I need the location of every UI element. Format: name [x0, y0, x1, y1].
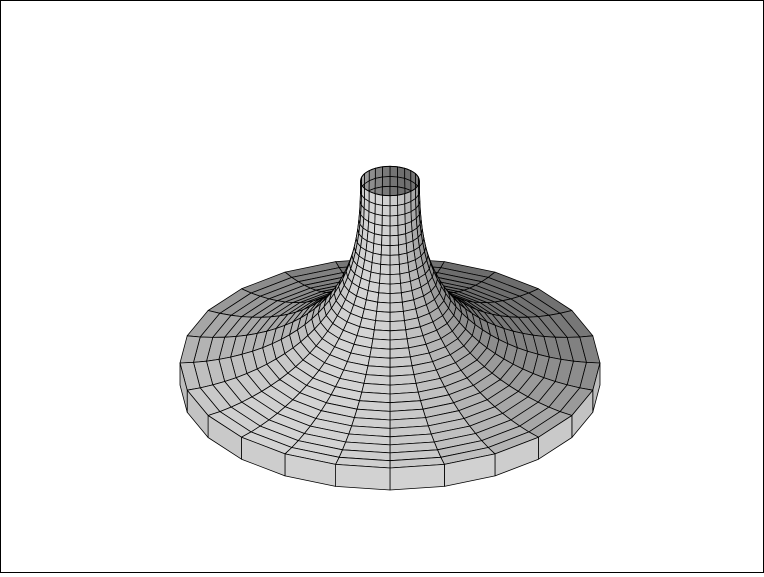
mesh-face — [397, 203, 406, 216]
mesh-face — [373, 320, 391, 332]
mesh-face — [376, 301, 391, 313]
mesh-face — [397, 166, 406, 179]
mesh-face — [379, 273, 391, 285]
surface-mesh — [179, 165, 601, 491]
mesh-face — [389, 338, 410, 350]
mesh-face — [389, 215, 399, 227]
mesh-face — [379, 263, 391, 276]
mesh-face — [370, 338, 391, 350]
mesh-face — [381, 176, 391, 188]
mesh-face — [389, 254, 400, 266]
mesh-face — [389, 320, 407, 332]
mesh-face — [389, 282, 402, 295]
mesh-face — [381, 234, 391, 247]
mesh-face — [397, 213, 406, 226]
rim-face — [389, 463, 445, 491]
mesh-face — [380, 254, 391, 266]
mesh-face — [389, 273, 401, 285]
mesh-face — [389, 329, 408, 341]
mesh-face — [380, 244, 391, 256]
mesh-face — [397, 223, 407, 236]
mesh-face — [381, 165, 391, 178]
mesh-face — [381, 215, 391, 227]
mesh-face — [377, 292, 391, 304]
mesh-face — [389, 185, 399, 197]
mesh-face — [374, 213, 383, 226]
mesh-face — [389, 176, 399, 188]
mesh-face — [381, 204, 391, 217]
mesh-face — [378, 282, 391, 295]
mesh-face — [372, 329, 391, 341]
rim-face — [335, 463, 391, 491]
mesh-face — [381, 225, 391, 237]
mesh-face — [389, 310, 405, 323]
mesh-face — [381, 194, 391, 207]
mesh-face — [389, 165, 399, 178]
mesh-face — [389, 292, 403, 304]
tube-opening — [360, 165, 420, 197]
mesh-face — [389, 225, 399, 237]
mesh-face — [389, 301, 404, 313]
mesh-face — [389, 263, 401, 276]
mesh-face — [373, 223, 383, 236]
mesh-face — [381, 185, 391, 197]
mesh-face — [389, 234, 399, 247]
mesh-face — [389, 194, 399, 207]
mesh-face — [389, 244, 400, 256]
mesh-face — [369, 347, 391, 359]
mesh-face — [374, 166, 383, 179]
mesh-face — [375, 310, 391, 323]
rim-face — [179, 362, 188, 413]
mesh-face — [389, 347, 411, 359]
mesh-face — [374, 203, 383, 216]
mesh-face — [389, 204, 399, 217]
